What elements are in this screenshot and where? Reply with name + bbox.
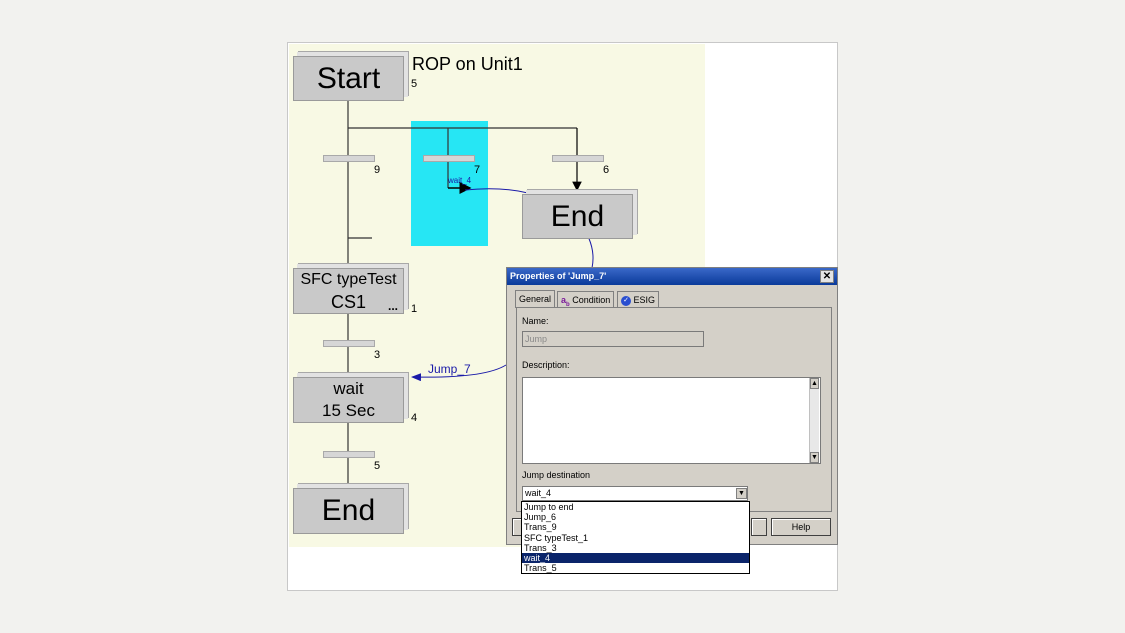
dropdown-option[interactable]: Jump_6 xyxy=(524,512,557,523)
close-icon[interactable]: ✕ xyxy=(820,270,834,283)
transition-number: 5 xyxy=(374,460,381,472)
dropdown-option[interactable]: Trans_3 xyxy=(524,542,557,553)
description-scrollbar[interactable]: ▲ ▼ xyxy=(809,378,819,463)
jump-target-label: wait_4 xyxy=(448,176,472,185)
step-label: Start xyxy=(316,62,381,95)
tab-label: General xyxy=(519,294,552,304)
scroll-up-icon[interactable]: ▲ xyxy=(810,378,819,389)
tab-label: ESIG xyxy=(633,295,656,305)
step-label: End xyxy=(321,494,376,527)
condition-icon: ab xyxy=(561,295,570,308)
chevron-down-icon[interactable]: ▼ xyxy=(736,488,747,499)
step-label: End xyxy=(550,200,605,233)
step-sfc-typetest[interactable]: SFC typeTest CS1 xyxy=(293,268,404,314)
cancel-button-partial[interactable] xyxy=(751,518,767,536)
step-number: 4 xyxy=(411,412,418,424)
ellipsis-icon[interactable]: ... xyxy=(388,299,399,313)
transition-9[interactable] xyxy=(323,155,375,162)
jump-destination-label: Jump destination xyxy=(522,470,591,480)
transition-3[interactable] xyxy=(323,340,375,347)
transition-6[interactable] xyxy=(552,155,604,162)
transition-number: 9 xyxy=(374,164,381,176)
step-end-bottom[interactable]: End xyxy=(293,488,404,534)
link-curve-bottom xyxy=(411,364,507,382)
esig-icon: ✓ xyxy=(621,295,631,306)
dropdown-option[interactable]: SFC typeTest_1 xyxy=(524,532,589,543)
transition-5[interactable] xyxy=(323,451,375,458)
jump-link-label[interactable]: Jump_7 xyxy=(428,362,471,376)
dropdown-option[interactable]: Trans_9 xyxy=(524,522,557,533)
help-button[interactable]: Help xyxy=(771,518,831,536)
tab-condition[interactable]: ab Condition xyxy=(557,291,615,308)
properties-dialog: Properties of 'Jump_7' ✕ General ab Cond… xyxy=(506,267,838,545)
step-wait[interactable]: wait 15 Sec xyxy=(293,377,404,423)
transition-number: 6 xyxy=(603,164,610,176)
tab-esig[interactable]: ✓ ESIG xyxy=(617,291,660,307)
step-label-line1: SFC typeTest xyxy=(300,271,397,288)
jump-highlight[interactable] xyxy=(411,121,488,246)
transition-number: 7 xyxy=(474,164,481,176)
dialog-titlebar[interactable]: Properties of 'Jump_7' ✕ xyxy=(507,268,837,285)
tab-general[interactable]: General xyxy=(515,290,556,308)
dropdown-option[interactable]: Jump to end xyxy=(524,502,574,512)
step-label-line1: wait xyxy=(333,379,364,398)
transition-number: 3 xyxy=(374,349,381,361)
jump-destination-dropdown-list: Jump to end Jump_6 Trans_9 SFC typeTest_… xyxy=(521,501,750,574)
scroll-down-icon[interactable]: ▼ xyxy=(810,452,819,463)
step-end-right[interactable]: End xyxy=(522,194,633,239)
dropdown-option[interactable]: Trans_5 xyxy=(524,563,557,574)
tab-label: Condition xyxy=(572,295,611,305)
step-label-line2: 15 Sec xyxy=(322,401,375,420)
jump-destination-select[interactable]: wait_4 xyxy=(522,486,748,501)
step-start[interactable]: Start xyxy=(293,56,404,101)
step-number: 5 xyxy=(411,78,418,90)
dropdown-option-selected[interactable]: wait_4 xyxy=(522,552,749,564)
step-number: 1 xyxy=(411,303,418,315)
general-panel: Name: Jump Description: ▲ ▼ Jump destina… xyxy=(516,307,832,512)
dialog-title: Properties of 'Jump_7' xyxy=(510,271,607,281)
step-label-line2: CS1 xyxy=(330,292,366,312)
diagram-title: ROP on Unit1 xyxy=(412,54,523,74)
name-field[interactable]: Jump xyxy=(522,331,704,347)
transition-7[interactable] xyxy=(423,155,475,162)
description-textarea[interactable] xyxy=(522,377,821,464)
name-label: Name: xyxy=(522,316,549,326)
description-label: Description: xyxy=(522,360,570,370)
